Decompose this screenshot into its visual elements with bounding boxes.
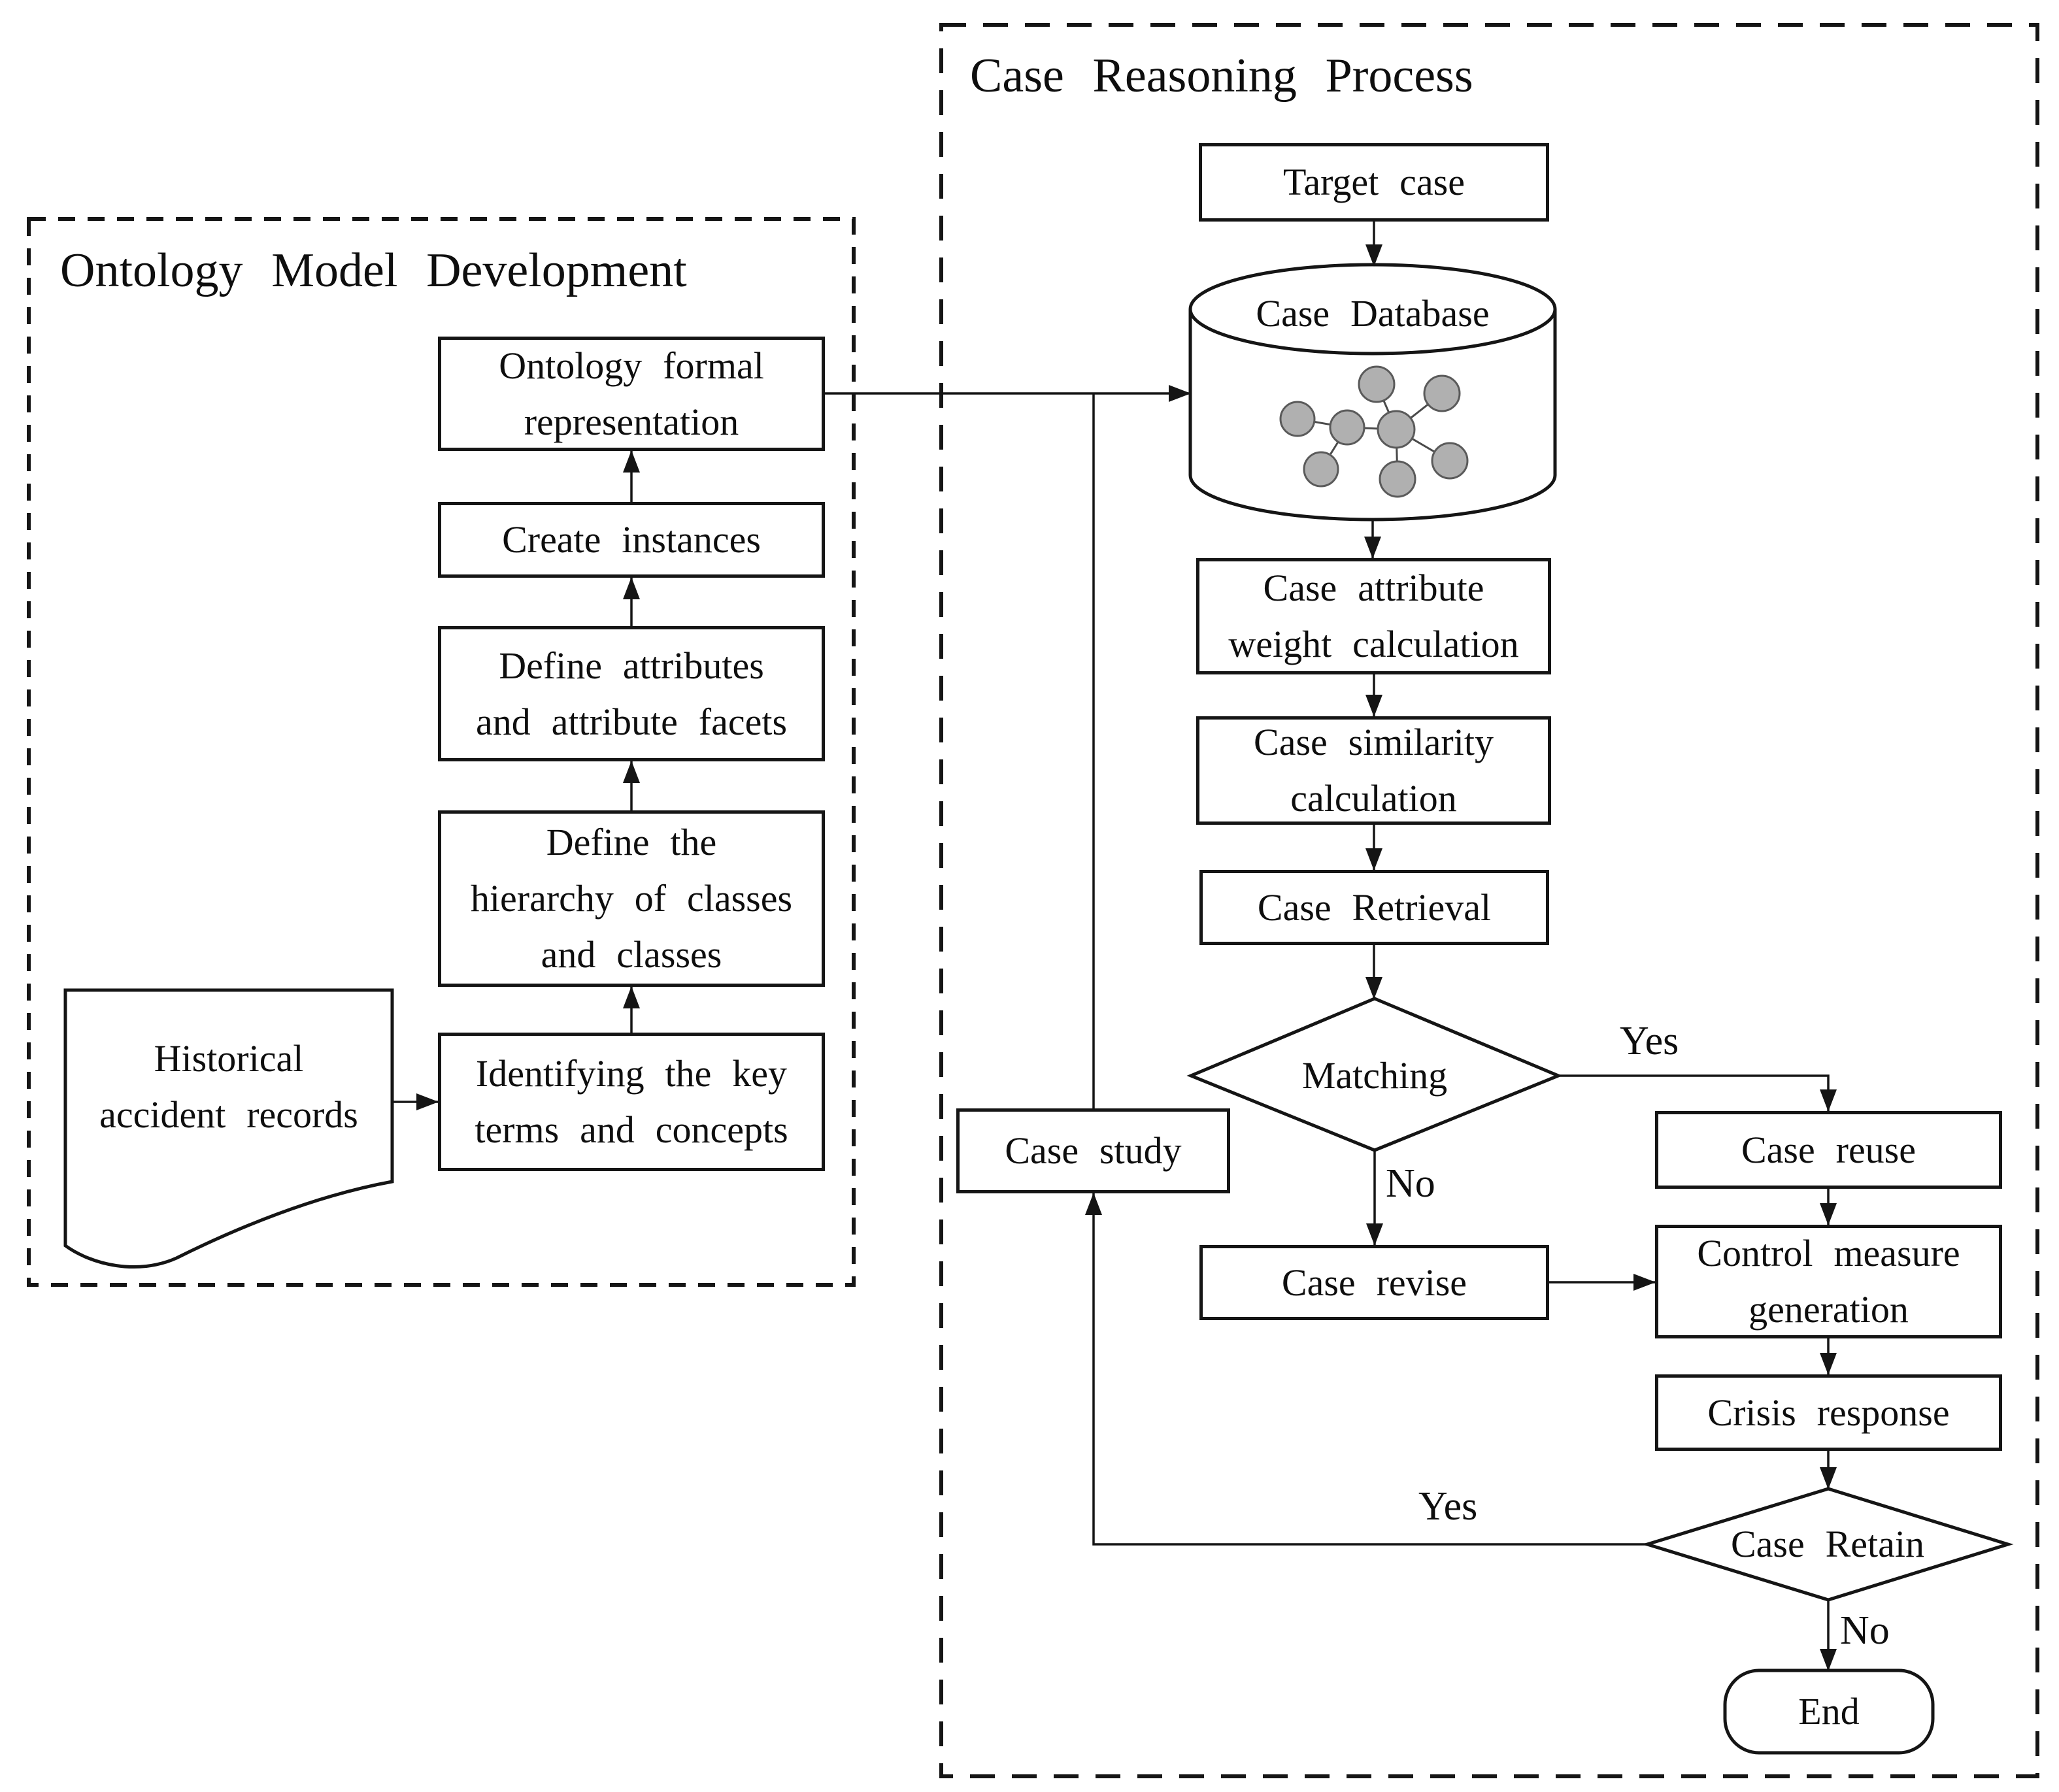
matching-yes-label: Yes — [1620, 1019, 1679, 1063]
node-target-case: Target case — [1199, 143, 1549, 222]
node-case-study: Case study — [956, 1108, 1230, 1193]
node-ontology-formal-representation: Ontology formal representation — [438, 337, 825, 451]
historical-records-document-shape — [63, 988, 394, 1269]
reasoning-section-title: Case Reasoning Process — [970, 49, 1473, 103]
node-create-instances: Create instances — [438, 502, 825, 578]
historical-records-label: Historical accident records — [99, 1037, 358, 1136]
node-case-similarity-calculation: Case similarity calculation — [1196, 716, 1551, 825]
node-define-hierarchy: Define the hierarchy of classes and clas… — [438, 810, 825, 987]
node-case-revise: Case revise — [1199, 1245, 1549, 1320]
connector-arrows — [392, 222, 1837, 1671]
node-identifying-key-terms: Identifying the key terms and concepts — [438, 1033, 825, 1171]
case-retain-diamond-label: Case Retain — [1730, 1523, 1925, 1565]
ontology-section-title: Ontology Model Development — [60, 244, 687, 297]
edge-matching-yes-to-case-reuse — [1558, 1074, 1837, 1112]
case-database-label: Case Database — [1256, 292, 1490, 335]
node-define-attributes: Define attributes and attribute facets — [438, 626, 825, 761]
node-control-measure-generation: Control measure generation — [1655, 1225, 2002, 1338]
retain-yes-label: Yes — [1418, 1484, 1478, 1529]
retain-no-label: No — [1840, 1608, 1890, 1653]
node-case-attribute-weight-calculation: Case attribute weight calculation — [1196, 558, 1551, 674]
reasoning-section-border — [939, 23, 2039, 1778]
end-terminator-label: End — [1798, 1690, 1860, 1733]
edge-retain-yes-to-case-study — [1085, 1193, 1647, 1546]
matching-no-label: No — [1386, 1161, 1435, 1206]
node-crisis-response: Crisis response — [1655, 1374, 2002, 1451]
network-graph-icon — [1279, 365, 1469, 498]
node-case-retrieval: Case Retrieval — [1199, 870, 1549, 945]
node-case-reuse: Case reuse — [1655, 1111, 2002, 1189]
ontology-section-border — [27, 217, 856, 1287]
matching-diamond-label: Matching — [1301, 1054, 1448, 1097]
